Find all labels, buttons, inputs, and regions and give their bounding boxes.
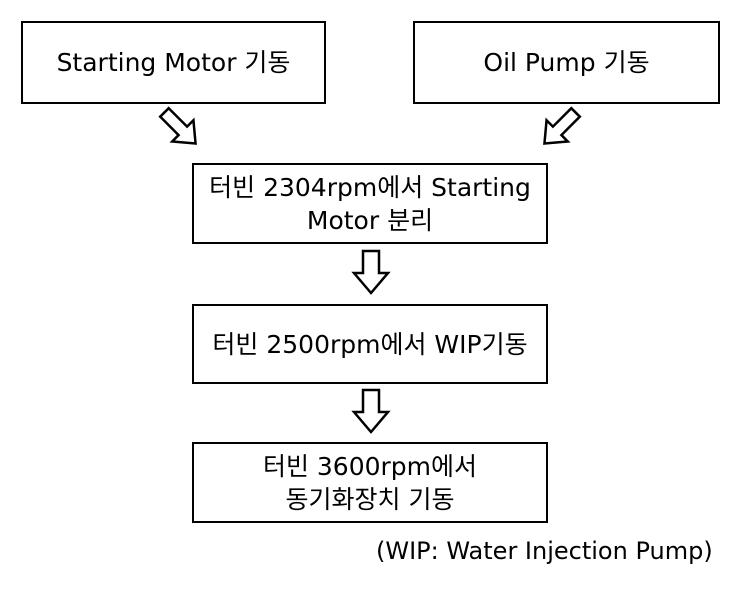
step-synchronizer-start: 터빈 3600rpm에서 동기화장치 기동 xyxy=(192,442,548,523)
step-separate-starting-motor: 터빈 2304rpm에서 Starting Motor 분리 xyxy=(192,163,548,244)
step-starting-motor-label: Starting Motor 기동 xyxy=(56,48,291,77)
step-starting-motor: Starting Motor 기동 xyxy=(21,21,326,104)
arrow-down-right-icon xyxy=(158,106,197,145)
step-separate-line1: 터빈 2304rpm에서 Starting xyxy=(209,172,531,202)
step-wip-start: 터빈 2500rpm에서 WIP기동 xyxy=(192,304,548,384)
step-oil-pump: Oil Pump 기동 xyxy=(413,21,720,104)
step-sync-line2: 동기화장치 기동 xyxy=(285,484,455,514)
wip-footnote: (WIP: Water Injection Pump) xyxy=(376,537,713,565)
arrow-down-left-icon xyxy=(543,106,582,145)
step-oil-pump-label: Oil Pump 기동 xyxy=(483,48,650,77)
step-separate-line2: Motor 분리 xyxy=(306,205,434,235)
step-wip-start-label: 터빈 2500rpm에서 WIP기동 xyxy=(212,329,528,359)
down-arrow-icon xyxy=(351,388,391,434)
step-sync-line1: 터빈 3600rpm에서 xyxy=(262,451,478,481)
down-arrow-icon xyxy=(351,249,391,295)
